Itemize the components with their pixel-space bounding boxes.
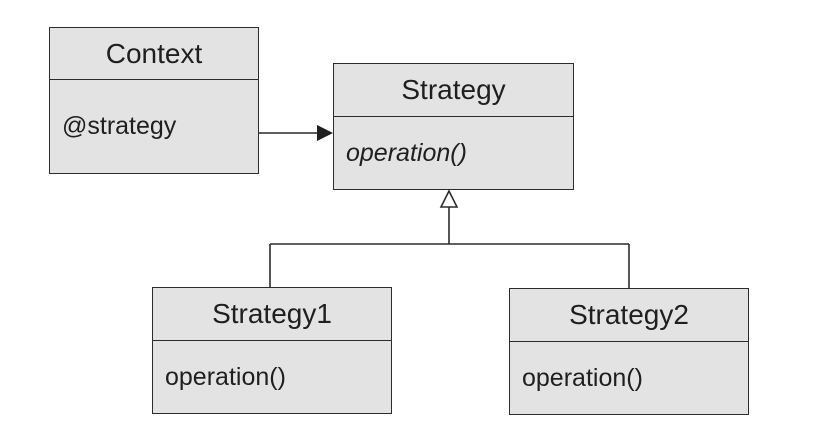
strategy-abstract-operation: operation() [346, 138, 467, 167]
strategy2-operation: operation() [522, 363, 643, 392]
strategy-class-box: Strategy operation() [333, 63, 574, 190]
strategy2-class-name: Strategy2 [510, 289, 748, 342]
strategy2-class-box: Strategy2 operation() [509, 288, 749, 415]
inheritance-triangle-icon [439, 189, 459, 208]
strategy1-class-box: Strategy1 operation() [152, 287, 392, 414]
association-arrowhead-icon [317, 125, 333, 141]
context-class-name: Context [50, 28, 258, 80]
context-class-box: Context @strategy [49, 27, 259, 174]
context-class-attribute: @strategy [62, 112, 177, 140]
strategy-class-name: Strategy [334, 64, 573, 117]
strategy1-class-name: Strategy1 [153, 288, 391, 341]
strategy1-operation: operation() [165, 362, 286, 391]
